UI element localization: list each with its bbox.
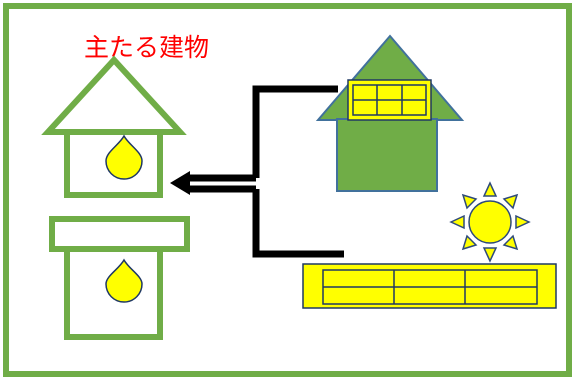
annex-building <box>49 216 190 340</box>
sun-ray <box>515 214 531 230</box>
supply-connector <box>170 85 344 258</box>
water-drop-icon <box>105 134 143 180</box>
water-drop-icon <box>105 258 143 303</box>
sun-ray <box>502 234 519 251</box>
arrow-head-icon <box>170 171 190 195</box>
sun-ray <box>449 214 465 230</box>
annex-building-body <box>64 246 163 340</box>
connector-line-from-panels <box>252 189 344 258</box>
ground-solar-panels <box>302 263 557 309</box>
rooftop-solar-panel <box>347 79 432 121</box>
sun-ray <box>482 181 498 197</box>
sun-icon <box>449 181 531 263</box>
annex-building-cap <box>49 216 190 252</box>
sun-ray <box>461 234 478 251</box>
sun-ray <box>461 193 478 210</box>
sun-ray <box>482 247 498 263</box>
solar-house-body <box>336 118 438 192</box>
solar-house <box>315 34 465 192</box>
sun-ray <box>502 193 519 210</box>
main-building <box>41 55 187 198</box>
diagram-title: 主たる建物 <box>84 33 209 62</box>
ground-panel-frame <box>302 263 557 309</box>
sun-disc <box>468 200 512 244</box>
connector-line-from-house <box>252 85 338 178</box>
